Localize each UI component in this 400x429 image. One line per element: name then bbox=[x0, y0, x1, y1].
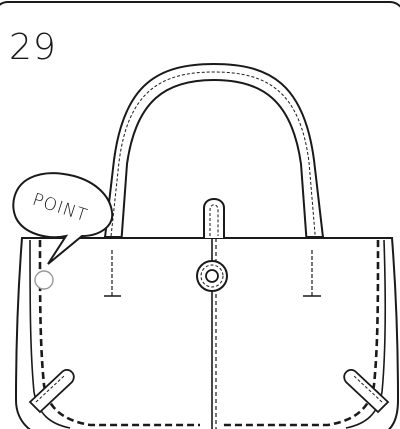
bag-body-outline bbox=[14, 237, 400, 429]
snap-button bbox=[196, 260, 228, 292]
point-callout: POINT bbox=[12, 172, 114, 265]
closure-tab bbox=[203, 198, 225, 238]
bag-handle bbox=[103, 62, 325, 247]
bag-inner-line bbox=[29, 239, 71, 429]
corner-tabs bbox=[28, 369, 390, 414]
handle-stitch-markers bbox=[104, 250, 321, 297]
step-number: 29 bbox=[9, 27, 57, 68]
point-marker-circle bbox=[34, 270, 54, 290]
